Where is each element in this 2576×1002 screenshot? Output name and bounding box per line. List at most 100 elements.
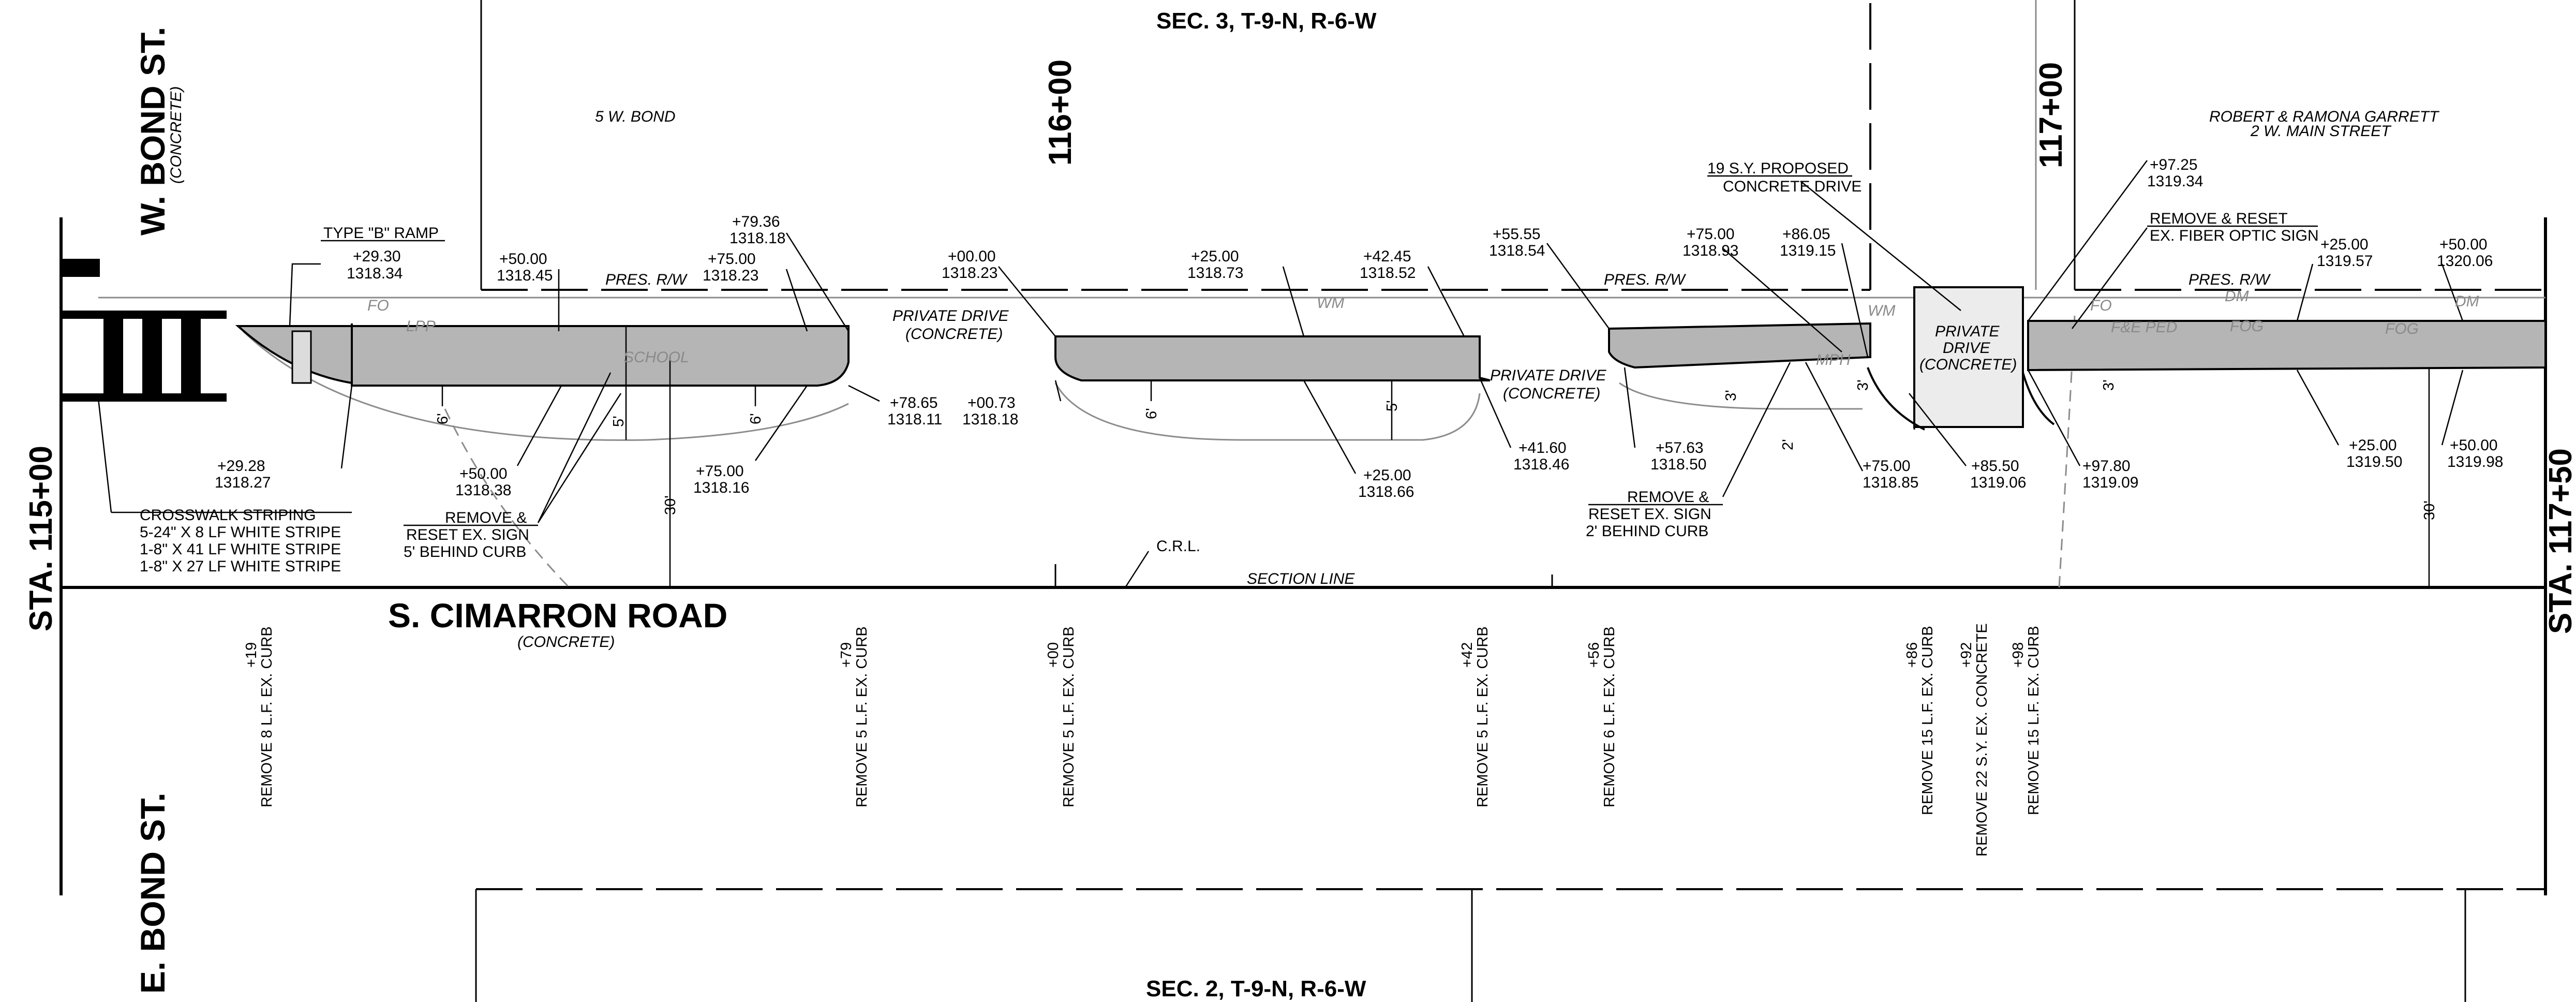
svg-text:+75.00: +75.00 [708, 250, 756, 268]
crosswalk-stripe-1 [103, 319, 123, 393]
dm-label-1: DM [2225, 288, 2249, 305]
svg-text:REMOVE 15 L.F. EX. CURB: REMOVE 15 L.F. EX. CURB [2026, 626, 2042, 815]
private-drive-3: PRIVATE [1935, 323, 2000, 340]
private-drive-3-b: DRIVE [1943, 340, 1991, 357]
removal-note: +98 REMOVE 15 L.F. EX. CURB [2010, 626, 2042, 815]
ramp-detectable-panel [291, 330, 312, 384]
reset-sign-b-3: 2' BEHIND CURB [1586, 523, 1708, 540]
fog-label-2: FOG [2385, 320, 2419, 337]
svg-text:1318.18: 1318.18 [962, 411, 1018, 428]
svg-text:+86.05: +86.05 [1782, 226, 1830, 243]
reset-sign-a-3: 5' BEHIND CURB [404, 543, 526, 561]
svg-text:1318.18: 1318.18 [729, 230, 785, 247]
proposed-drive-note-1: 19 S.Y. PROPOSED [1707, 160, 1849, 177]
svg-text:REMOVE 6 L.F. EX. CURB: REMOVE 6 L.F. EX. CURB [1601, 626, 1618, 807]
dim-3-a: 3' [1723, 390, 1739, 401]
e-bond-street-name: E. BOND ST. [133, 792, 172, 994]
svg-text:1320.06: 1320.06 [2437, 253, 2493, 270]
svg-text:+97.80: +97.80 [2082, 458, 2131, 475]
leader-c6 [1427, 266, 1465, 337]
station-115-label: STA. 115+00 [23, 446, 59, 631]
section-bottom-label: SEC. 2, T-9-N, R-6-W [1146, 976, 1366, 1001]
leader-c0 [289, 263, 321, 327]
crosswalk-stripe-3 [181, 319, 201, 393]
leader-crosswalk [97, 398, 112, 513]
crosswalk-note-4: 1-8" X 27 LF WHITE STRIPE [140, 558, 341, 575]
reset-sign-b-1: REMOVE & [1627, 489, 1709, 506]
svg-text:+85.50: +85.50 [1971, 458, 2019, 475]
ex-curb-west-2 [444, 408, 570, 588]
leader-c13 [340, 385, 353, 469]
w-bond-street-name: W. BOND ST. [133, 27, 172, 235]
fo-label-1: FO [367, 297, 389, 314]
lpp-label: LPP [406, 318, 436, 335]
svg-text:+19: +19 [243, 642, 260, 668]
svg-text:+42.45: +42.45 [1363, 248, 1411, 265]
removal-note: +86 REMOVE 15 L.F. EX. CURB [1904, 626, 1936, 815]
sidewalk-segment-4 [2027, 320, 2547, 372]
section-line-label: SECTION LINE [1247, 570, 1355, 587]
private-drive-1-surface: (CONCRETE) [905, 326, 1003, 343]
leader-c2 [785, 269, 808, 332]
svg-text:+00: +00 [1045, 642, 1062, 668]
dim-6-b: 6' [748, 413, 764, 424]
svg-text:1318.38: 1318.38 [455, 482, 511, 499]
svg-text:1318.85: 1318.85 [1863, 474, 1918, 491]
svg-text:+50.00: +50.00 [2450, 437, 2498, 454]
fo-label-2: FO [2090, 297, 2112, 314]
pres-rw-label-1: PRES. R/W [605, 271, 688, 288]
leader-c14 [516, 385, 562, 466]
svg-text:1318.52: 1318.52 [1360, 264, 1416, 282]
svg-text:1319.06: 1319.06 [1970, 474, 2026, 491]
dm-label-2: DM [2455, 293, 2479, 310]
dim-6-c: 6' [1143, 408, 1160, 419]
leader-c21 [1805, 362, 1864, 471]
svg-text:+29.28: +29.28 [217, 458, 265, 475]
garrett-owner: ROBERT & RAMONA GARRETT [2209, 108, 2440, 125]
reset-sign-a-1: REMOVE & [445, 509, 527, 526]
svg-text:+92: +92 [1958, 642, 1975, 668]
leader-fiber [2071, 227, 2148, 329]
removal-note: +79 REMOVE 5 L.F. EX. CURB [838, 626, 870, 807]
svg-text:1319.98: 1319.98 [2447, 453, 2503, 470]
dim-30-b: 30' [2421, 500, 2438, 520]
svg-text:1318.23: 1318.23 [942, 264, 997, 282]
dim-3-c: 3' [2101, 379, 2117, 391]
wm-label-2: WM [1868, 302, 1895, 319]
svg-text:+79.36: +79.36 [732, 213, 780, 230]
dim-5-b: 5' [1384, 400, 1401, 411]
leader-proposed [1800, 181, 1961, 311]
crosswalk-top-line [61, 311, 227, 319]
school-label: SCHOOL [623, 349, 689, 366]
svg-text:+29.30: +29.30 [353, 248, 401, 265]
reset-sign-b-2: RESET EX. SIGN [1588, 506, 1711, 523]
bond-address: 5 W. BOND [595, 108, 676, 125]
leader-c23 [2027, 370, 2081, 466]
svg-text:REMOVE 5 L.F. EX. CURB: REMOVE 5 L.F. EX. CURB [854, 626, 870, 807]
leader-c25 [2441, 370, 2464, 446]
svg-text:+50.00: +50.00 [2439, 236, 2488, 253]
svg-text:+25.00: +25.00 [2320, 236, 2369, 253]
reset-fiber-note-2: EX. FIBER OPTIC SIGN [2150, 227, 2319, 244]
cimarron-surface: (CONCRETE) [517, 633, 615, 651]
dim-2-a: 2' [1780, 439, 1796, 450]
pres-rw-label-3: PRES. R/W [2188, 271, 2271, 288]
svg-text:1318.45: 1318.45 [497, 267, 553, 284]
garrett-address: 2 W. MAIN STREET [2250, 123, 2392, 140]
reset-sign-a-2: RESET EX. SIGN [406, 526, 529, 543]
